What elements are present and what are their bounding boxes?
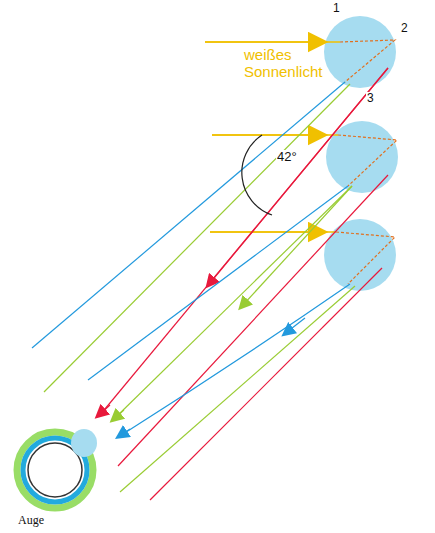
callout-number: 2 [401, 22, 408, 36]
callout-number: 3 [366, 92, 375, 106]
internal-reflection [336, 40, 397, 284]
callout-number: 1 [333, 2, 340, 16]
water-drop [326, 121, 398, 193]
eye-label: Auge [18, 514, 44, 528]
angle-label: 42° [276, 150, 298, 165]
water-drop [324, 16, 396, 88]
angle-arc [242, 135, 272, 215]
water-drop [324, 219, 396, 291]
eye-lens [71, 429, 97, 457]
sunlight-label: weißes Sonnenlicht [244, 46, 336, 81]
sunlight-rays [205, 42, 340, 232]
dispersed-rays [32, 68, 388, 500]
